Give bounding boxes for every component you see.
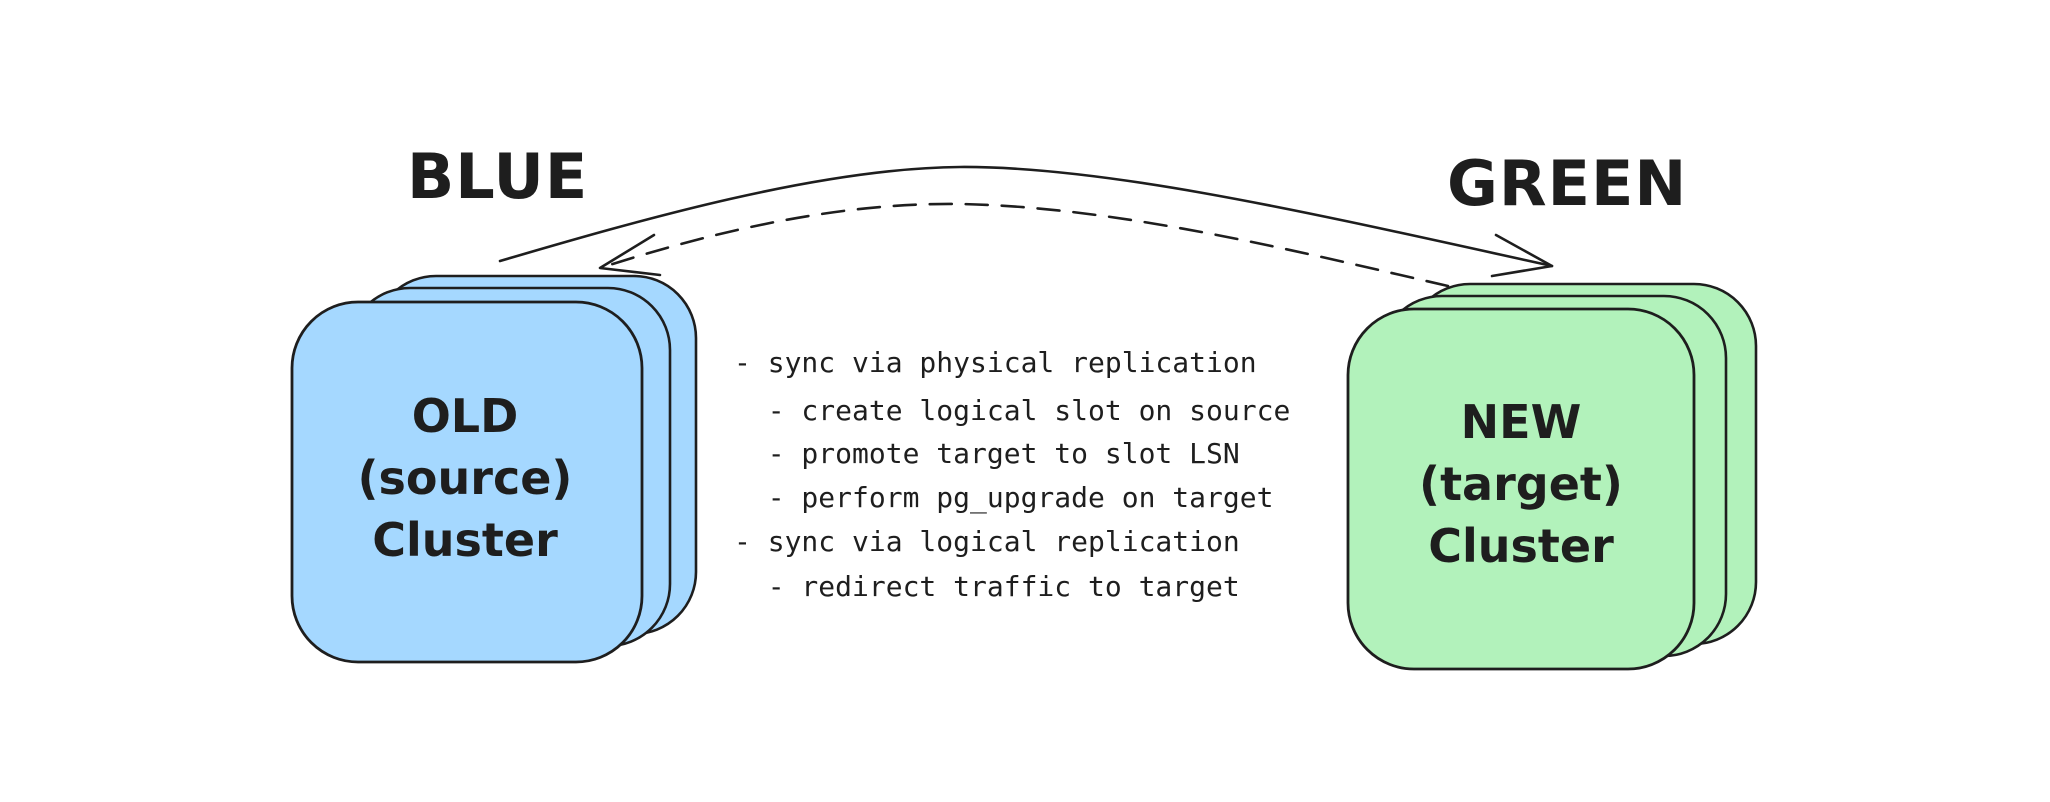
new-cluster-subtitle: (target): [1419, 457, 1623, 511]
new-cluster-kind: Cluster: [1428, 519, 1614, 573]
blue-label: BLUE: [407, 140, 588, 213]
step-item: - redirect traffic to target: [734, 570, 1240, 603]
old-cluster-front-card: [290, 300, 644, 664]
upgrade-arrow: [498, 165, 1554, 278]
step-item: - perform pg_upgrade on target: [734, 481, 1273, 515]
step-item: - sync via physical replication: [734, 346, 1257, 379]
new-cluster-title: NEW: [1461, 395, 1582, 449]
old-cluster-title: OLD: [412, 389, 519, 443]
upgrade-arrowhead: [1490, 233, 1554, 278]
step-item: - promote target to slot LSN: [734, 437, 1240, 470]
step-item: - create logical slot on source: [734, 394, 1290, 427]
new-cluster-front-card: [1346, 307, 1696, 671]
switchover-arrowhead: [598, 233, 662, 277]
switchover-arrow: [598, 202, 1450, 288]
green-label: GREEN: [1447, 147, 1687, 220]
migration-steps: - sync via physical replication - create…: [734, 346, 1290, 603]
step-item: - sync via logical replication: [734, 525, 1240, 558]
old-cluster-node: OLD (source) Cluster: [290, 274, 698, 664]
new-cluster-node: NEW (target) Cluster: [1346, 282, 1758, 671]
old-cluster-kind: Cluster: [372, 513, 558, 567]
switchover-arrow-line: [598, 202, 1450, 288]
old-cluster-subtitle: (source): [358, 451, 573, 505]
upgrade-arrow-line: [498, 165, 1554, 268]
